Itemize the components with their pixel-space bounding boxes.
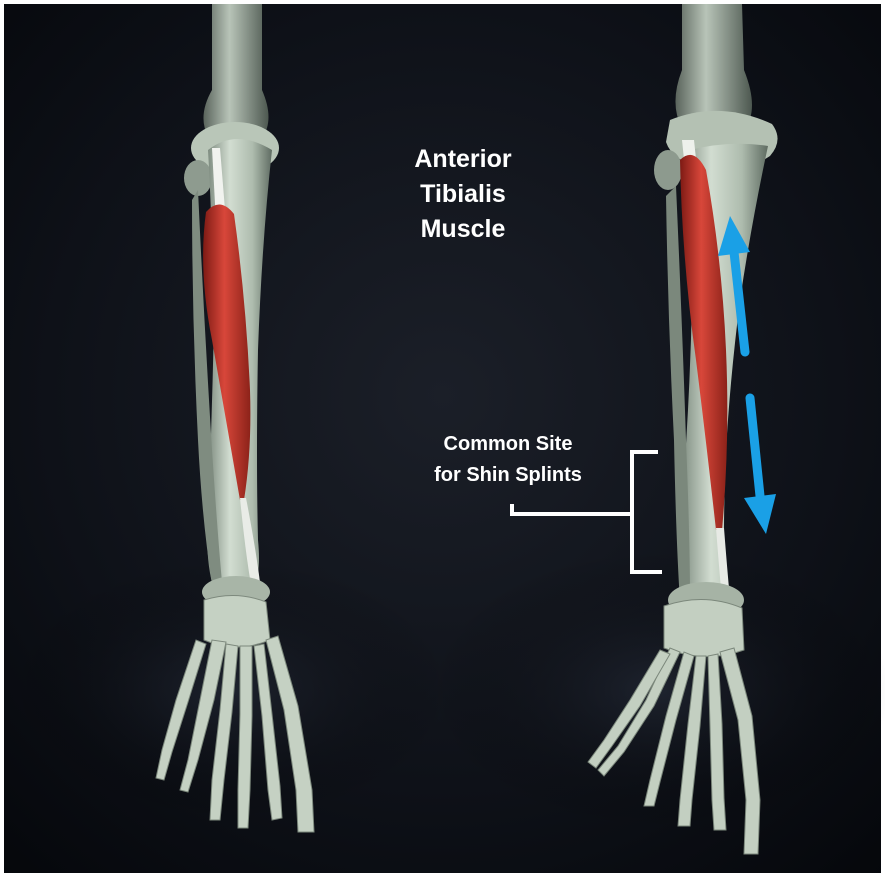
left-femur [203, 4, 268, 140]
muscle-label-line-1: Anterior [372, 142, 554, 177]
site-label-line-1: Common Site [392, 429, 624, 460]
shin-splint-site-label: Common Site for Shin Splints [392, 429, 624, 491]
muscle-label-line-2: Tibialis [372, 177, 554, 212]
muscle-label-line-3: Muscle [372, 212, 554, 247]
muscle-label: Anterior Tibialis Muscle [372, 142, 554, 247]
right-fibula-head [654, 150, 682, 190]
site-label-line-2: for Shin Splints [392, 460, 624, 491]
